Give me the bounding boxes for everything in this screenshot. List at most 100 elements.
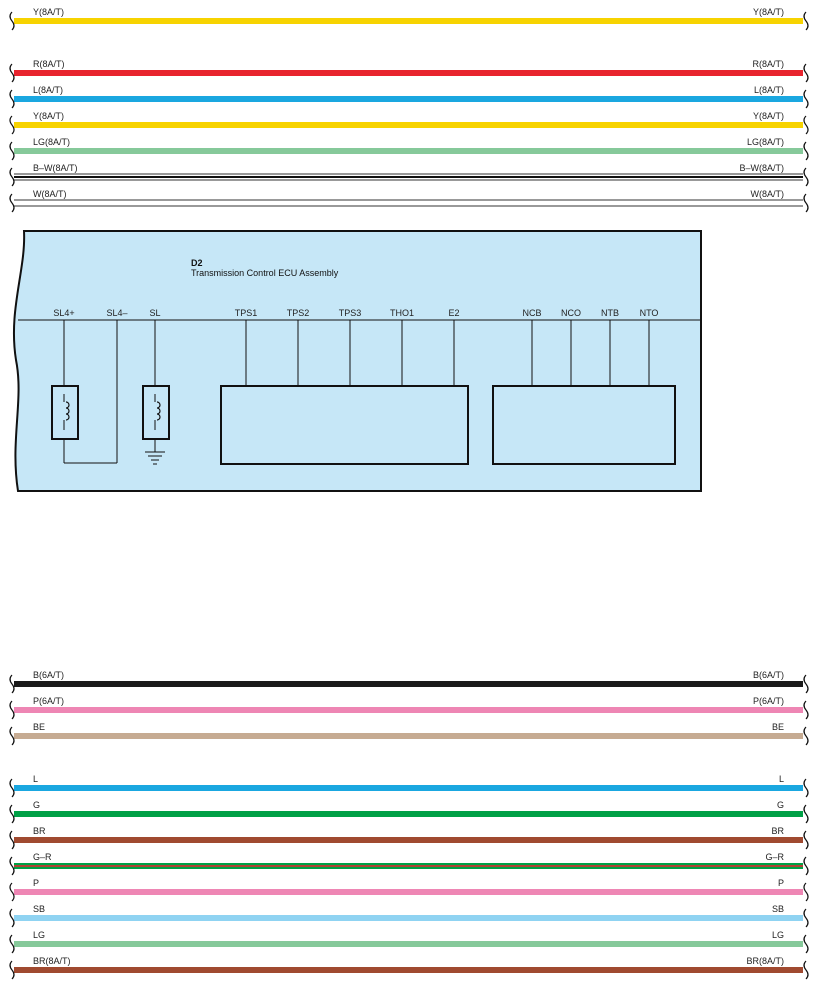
ecu-pin-label: NCO xyxy=(561,308,581,318)
internal-circuit-box xyxy=(220,385,469,465)
wire-bottom-6: G–R G–R xyxy=(9,852,809,876)
wire-label-right: LG xyxy=(772,930,784,940)
wire-label-right: W(8A/T) xyxy=(751,189,785,199)
ground-icon xyxy=(145,451,165,465)
wire-label-left: G–R xyxy=(33,852,52,862)
wire-break-right xyxy=(803,89,809,109)
ecu-pin-label: SL4+ xyxy=(53,308,74,318)
ecu-pin-label: SL xyxy=(149,308,160,318)
wire-break-right xyxy=(803,141,809,161)
ecu-pin-label: NTO xyxy=(640,308,659,318)
wire-label-right: R(8A/T) xyxy=(753,59,785,69)
wire-label-left: B(6A/T) xyxy=(33,670,64,680)
wire-top-6: W(8A/T) W(8A/T) xyxy=(9,189,809,213)
wire-label-right: Y(8A/T) xyxy=(753,111,784,121)
wire-label-left: R(8A/T) xyxy=(33,59,65,69)
ecu-name: Transmission Control ECU Assembly xyxy=(191,268,339,278)
wire-group-top: Y(8A/T) Y(8A/T) R(8A/T) R(8A/T) L(8A/T)L(8A/… xyxy=(9,7,809,213)
coil-icon xyxy=(156,401,161,421)
ecu-pin-label: THO1 xyxy=(390,308,414,318)
wire-break-left xyxy=(9,856,15,876)
wire-label-right: G xyxy=(777,800,784,810)
wire-break-right xyxy=(803,11,809,31)
wire-break-right xyxy=(803,778,809,798)
wire-label-left: Y(8A/T) xyxy=(33,111,64,121)
wire-label-left: P xyxy=(33,878,39,888)
wire-label-left: LG xyxy=(33,930,45,940)
wire-label-right: LG(8A/T) xyxy=(747,137,784,147)
wire-label-right: B–W(8A/T) xyxy=(739,163,784,173)
wire-label-left: LG(8A/T) xyxy=(33,137,70,147)
wire-break-right xyxy=(803,960,809,980)
wire-break-left xyxy=(9,141,15,161)
wire-break-left xyxy=(9,115,15,135)
wire-break-left xyxy=(9,167,15,187)
speed-sensor-circuit xyxy=(492,320,676,465)
wire-break-right xyxy=(803,934,809,954)
wire-break-left xyxy=(9,908,15,928)
ecu-pin-label: TPS1 xyxy=(235,308,258,318)
ecu-pin-label: NCB xyxy=(522,308,541,318)
wire-top-3: Y(8A/T) Y(8A/T) xyxy=(9,111,809,135)
wire-top-0: Y(8A/T) Y(8A/T) xyxy=(9,7,809,31)
ecu-code: D2 xyxy=(191,258,203,268)
throttle-sensor-circuit xyxy=(220,320,469,465)
wire-break-right xyxy=(803,167,809,187)
wire-break-left xyxy=(9,674,15,694)
wire-label-left: W(8A/T) xyxy=(33,189,67,199)
wire-label-left: BR(8A/T) xyxy=(33,956,71,966)
wire-break-left xyxy=(9,934,15,954)
wire-break-left xyxy=(9,11,15,31)
wire-label-right: Y(8A/T) xyxy=(753,7,784,17)
wire-break-right xyxy=(803,856,809,876)
wire-bottom-8: SB SB xyxy=(9,904,809,928)
wire-label-right: P xyxy=(778,878,784,888)
wire-top-1: R(8A/T) R(8A/T) xyxy=(9,59,809,83)
wire-top-5: B–W(8A/T)B–W(8A/T) xyxy=(9,163,809,187)
wire-break-left xyxy=(9,830,15,850)
wire-label-right: G–R xyxy=(765,852,784,862)
wire-bottom-9: LG LG xyxy=(9,930,809,954)
wire-break-left xyxy=(9,726,15,746)
wire-break-right xyxy=(803,700,809,720)
wire-label-left: P(6A/T) xyxy=(33,696,64,706)
sl-solenoid xyxy=(142,320,170,465)
ecu-pin-label: NTB xyxy=(601,308,619,318)
wire-bottom-1: P(6A/T) P(6A/T) xyxy=(9,696,809,720)
ecu-assembly: D2 Transmission Control ECU Assembly SL4… xyxy=(12,230,702,492)
wire-label-right: BR(8A/T) xyxy=(746,956,784,966)
wire-label-right: SB xyxy=(772,904,784,914)
ecu-pin-label: TPS3 xyxy=(339,308,362,318)
wire-break-right xyxy=(803,882,809,902)
wire-label-right: B(6A/T) xyxy=(753,670,784,680)
wire-break-left xyxy=(9,804,15,824)
wire-top-2: L(8A/T)L(8A/T) xyxy=(9,85,809,109)
wire-label-right: L xyxy=(779,774,784,784)
ecu-body xyxy=(12,230,702,492)
wire-label-left: L xyxy=(33,774,38,784)
wire-label-right: BE xyxy=(772,722,784,732)
wire-label-right: P(6A/T) xyxy=(753,696,784,706)
wire-break-left xyxy=(9,778,15,798)
sl4-solenoid-box xyxy=(51,385,79,440)
wire-break-left xyxy=(9,882,15,902)
wire-break-left xyxy=(9,89,15,109)
ecu-pin-label: E2 xyxy=(448,308,459,318)
wire-break-right xyxy=(803,674,809,694)
coil-icon xyxy=(65,401,70,421)
wire-break-right xyxy=(803,804,809,824)
wire-label-left: SB xyxy=(33,904,45,914)
wire-break-right xyxy=(803,115,809,135)
wire-label-left: Y(8A/T) xyxy=(33,7,64,17)
wire-label-right: BR xyxy=(771,826,784,836)
wire-break-left xyxy=(9,700,15,720)
wire-break-left xyxy=(9,63,15,83)
wire-bottom-0: B(6A/T) B(6A/T) xyxy=(9,670,809,694)
ecu-pin-label: SL4– xyxy=(106,308,127,318)
